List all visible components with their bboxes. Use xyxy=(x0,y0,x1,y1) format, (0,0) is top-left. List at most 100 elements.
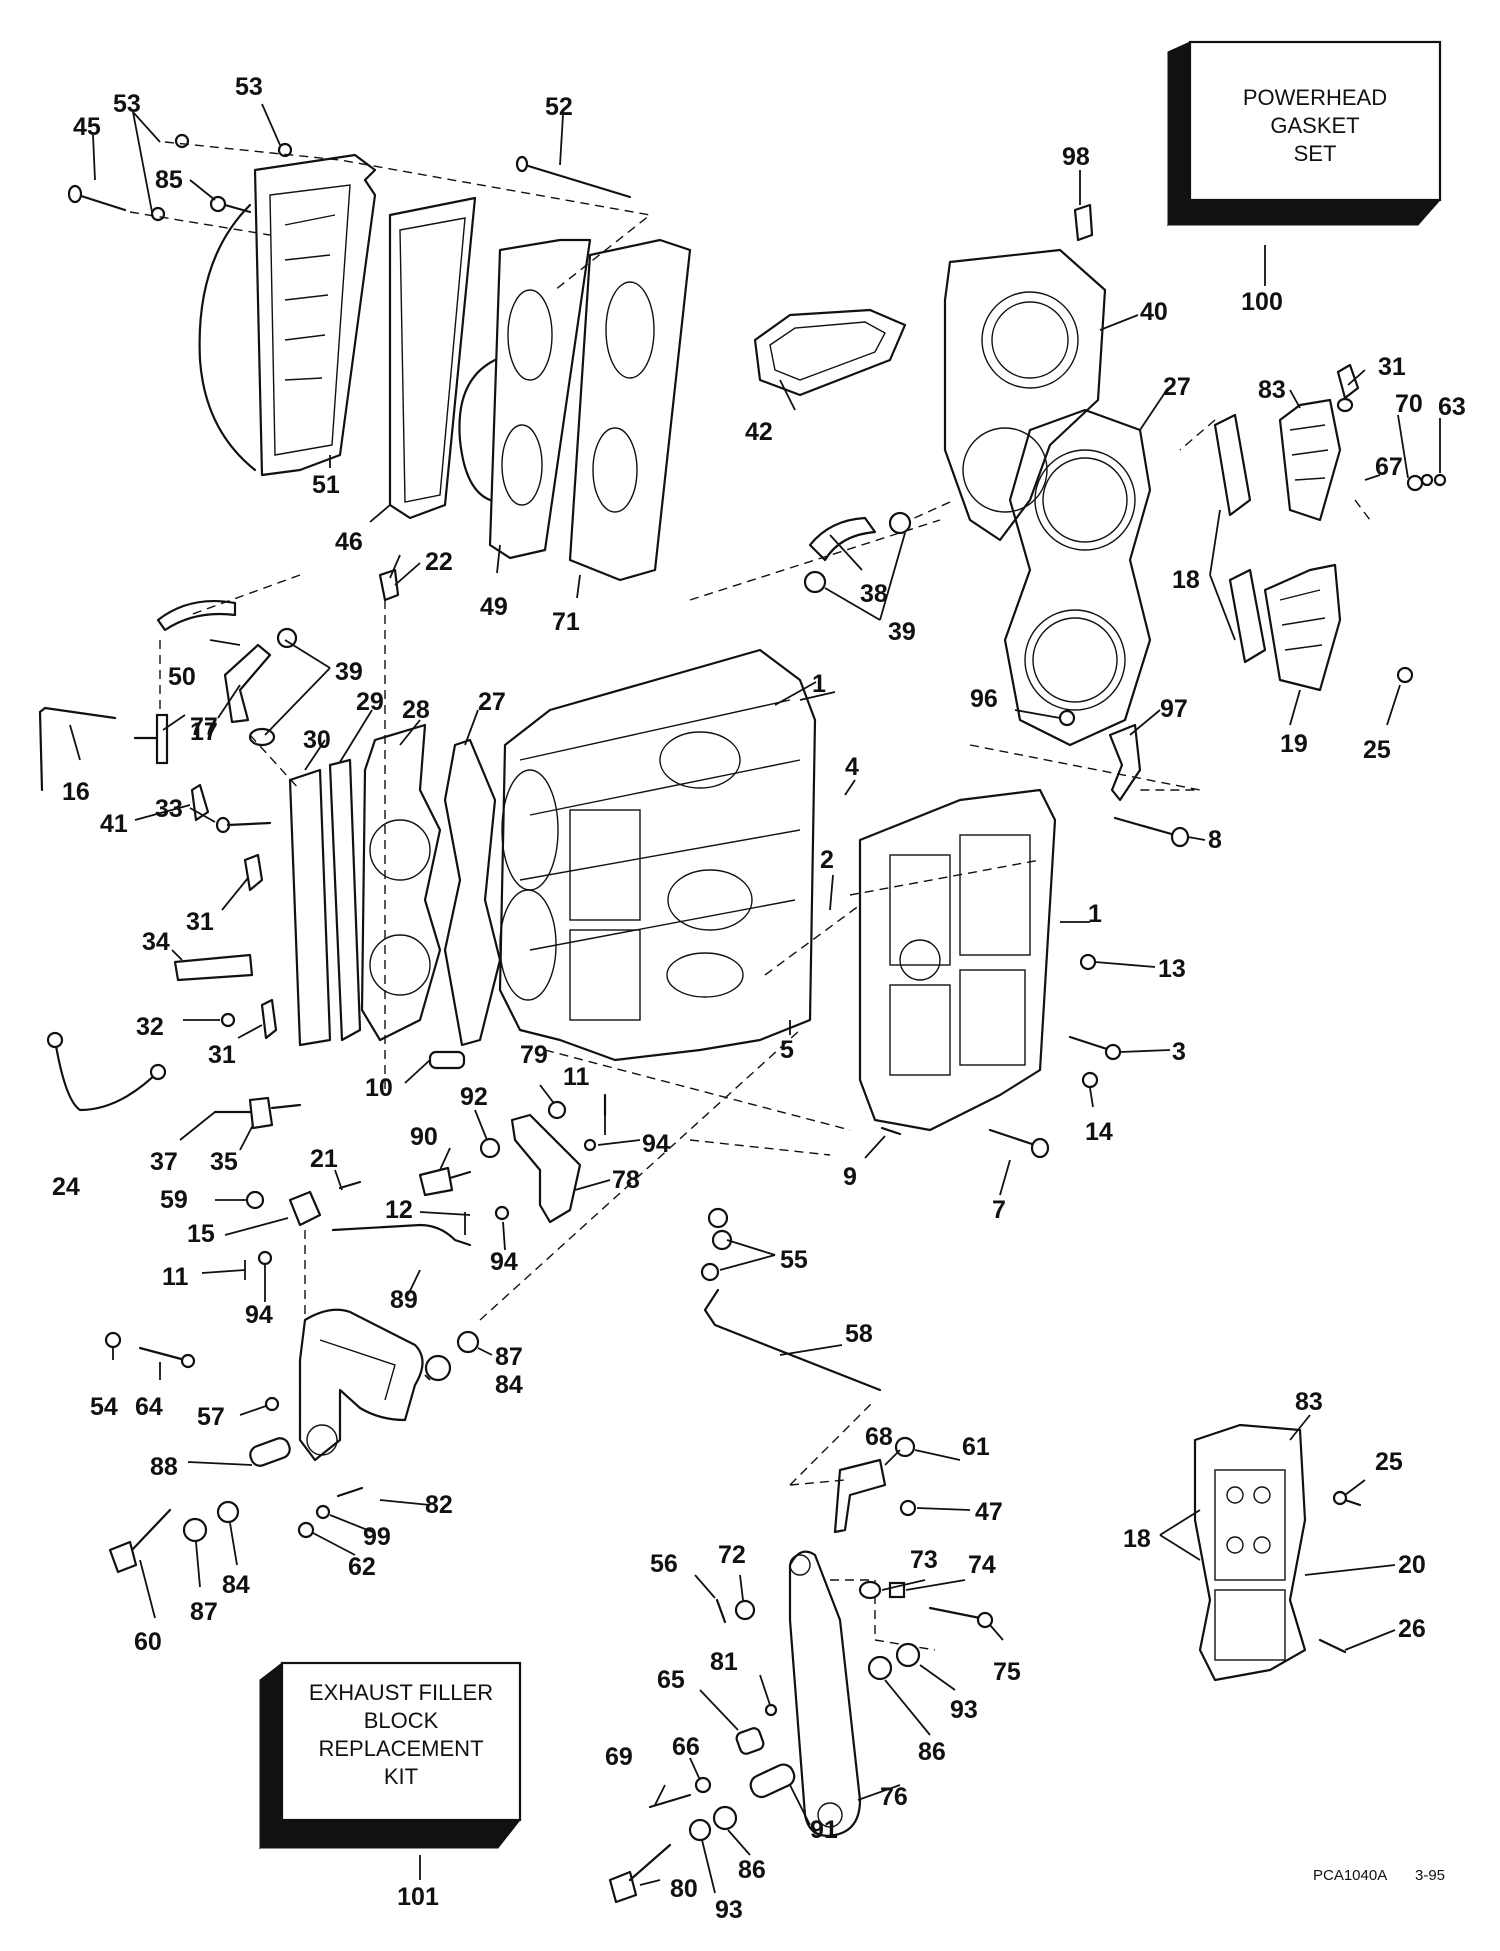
powerhead-gasket-set-box: POWERHEAD GASKET SET 100 xyxy=(1166,40,1442,316)
callout-64: 64 xyxy=(135,1393,163,1421)
callout-27-upper: 27 xyxy=(1163,373,1191,401)
exhaust-box-line-1: EXHAUST FILLER xyxy=(309,1680,493,1705)
callout-57: 57 xyxy=(197,1403,225,1431)
powerhead-box-line-3: SET xyxy=(1294,141,1337,166)
exhaust-filler-block-box: EXHAUST FILLER BLOCK REPLACEMENT KIT 101 xyxy=(258,1661,522,1911)
callout-8: 8 xyxy=(1208,826,1222,854)
callout-9: 9 xyxy=(843,1163,857,1191)
bolt-52 xyxy=(515,155,632,199)
callout-68: 68 xyxy=(865,1423,893,1451)
callout-61: 61 xyxy=(962,1433,990,1461)
callout-39-left: 39 xyxy=(335,658,363,686)
hose-50 xyxy=(156,600,237,632)
gasket-29 xyxy=(328,758,362,1042)
bolt-90 xyxy=(418,1166,454,1197)
reed-block-20 xyxy=(1193,1423,1307,1682)
callout-26: 26 xyxy=(1398,1615,1426,1643)
callout-18-upper: 18 xyxy=(1172,566,1200,594)
callout-11-center: 11 xyxy=(563,1063,590,1091)
callout-29: 29 xyxy=(356,688,384,716)
callout-67: 67 xyxy=(1375,453,1403,481)
callout-78: 78 xyxy=(612,1166,640,1194)
callout-87-center: 87 xyxy=(495,1343,523,1371)
callout-83-upper: 83 xyxy=(1258,376,1286,404)
callout-42: 42 xyxy=(745,418,773,446)
callout-27-left: 27 xyxy=(478,688,506,716)
callout-81: 81 xyxy=(710,1648,738,1676)
head-gasket-27-upper xyxy=(1003,408,1152,747)
callout-91: 91 xyxy=(810,1816,838,1844)
callout-79: 79 xyxy=(520,1041,548,1069)
gasket-42 xyxy=(753,308,907,397)
leader-lines xyxy=(69,103,1441,1894)
bracket-97 xyxy=(1108,723,1142,802)
callout-84-left: 84 xyxy=(222,1571,250,1599)
bracket-98 xyxy=(1073,203,1094,242)
callout-7: 7 xyxy=(992,1196,1006,1224)
callout-52: 52 xyxy=(545,93,573,121)
callout-14: 14 xyxy=(1085,1118,1113,1146)
exhaust-box-line-3: REPLACEMENT xyxy=(318,1736,483,1761)
callout-22: 22 xyxy=(425,548,453,576)
powerhead-box-line-1: POWERHEAD xyxy=(1243,85,1387,110)
callout-25-upper: 25 xyxy=(1363,736,1391,764)
spark-plug-34 xyxy=(173,953,254,982)
callout-19: 19 xyxy=(1280,730,1308,758)
callout-55: 55 xyxy=(780,1246,808,1274)
callout-50: 50 xyxy=(168,663,196,691)
callout-47: 47 xyxy=(975,1498,1003,1526)
callout-17: 17 xyxy=(190,718,218,746)
callout-13: 13 xyxy=(1158,955,1186,983)
callout-94-mid: 94 xyxy=(490,1248,518,1276)
reed-plates-upper xyxy=(1213,397,1414,692)
callout-88: 88 xyxy=(150,1453,178,1481)
callout-101: 101 xyxy=(397,1883,439,1911)
bolts-45-53-85 xyxy=(67,133,293,222)
callout-98: 98 xyxy=(1062,143,1090,171)
callout-37: 37 xyxy=(150,1148,178,1176)
callout-60: 60 xyxy=(134,1628,162,1656)
callout-99: 99 xyxy=(363,1523,391,1551)
callout-85: 85 xyxy=(155,166,183,194)
callout-16: 16 xyxy=(62,778,90,806)
clip-41 xyxy=(190,783,210,822)
clamp-15 xyxy=(288,1190,322,1227)
callout-35: 35 xyxy=(210,1148,238,1176)
callout-65: 65 xyxy=(657,1666,685,1694)
callout-83-lower: 83 xyxy=(1295,1388,1323,1416)
callout-53-left: 53 xyxy=(113,90,141,118)
callout-87-left: 87 xyxy=(190,1598,218,1626)
callout-75: 75 xyxy=(993,1658,1021,1686)
callout-93-right: 93 xyxy=(950,1696,978,1724)
callout-41: 41 xyxy=(100,810,128,838)
cover-30 xyxy=(288,768,332,1047)
callout-3: 3 xyxy=(1172,1038,1186,1066)
clip-31-a xyxy=(243,853,264,892)
callout-18-lower: 18 xyxy=(1123,1525,1151,1553)
callout-97: 97 xyxy=(1160,695,1188,723)
drawing-reference: PCA1040A xyxy=(1313,1867,1387,1884)
link-68 xyxy=(833,1458,887,1534)
callout-63: 63 xyxy=(1438,393,1466,421)
date-code: 3-95 xyxy=(1415,1867,1445,1884)
callout-94-left: 94 xyxy=(245,1301,273,1329)
tube-16 xyxy=(38,706,117,792)
callout-77: 77 xyxy=(190,713,218,741)
callout-40: 40 xyxy=(1140,298,1168,326)
callout-82: 82 xyxy=(425,1491,453,1519)
callout-51: 51 xyxy=(312,471,340,499)
callout-100: 100 xyxy=(1241,288,1283,316)
callout-69: 69 xyxy=(605,1743,633,1771)
callout-86-right: 86 xyxy=(918,1738,946,1766)
callout-45: 45 xyxy=(73,113,101,141)
callout-10: 10 xyxy=(365,1074,393,1102)
link-78 xyxy=(510,1113,582,1224)
callout-38: 38 xyxy=(860,580,888,608)
sensor-35 xyxy=(248,1096,274,1130)
callout-39-right: 39 xyxy=(888,618,916,646)
callout-54: 54 xyxy=(90,1393,118,1421)
callout-31-lower: 31 xyxy=(208,1041,236,1069)
callout-32: 32 xyxy=(136,1013,164,1041)
callout-94-center: 94 xyxy=(642,1130,670,1158)
